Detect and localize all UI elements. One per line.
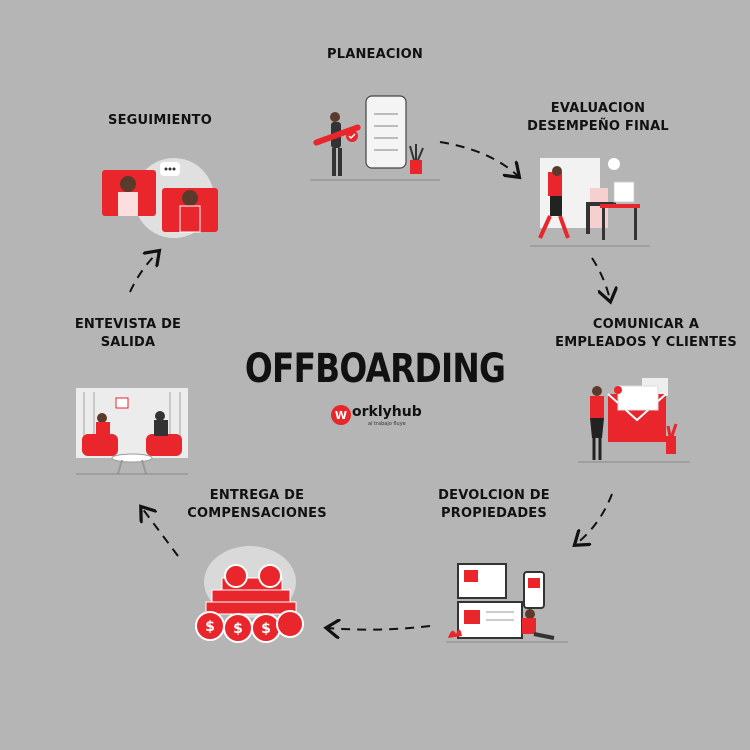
label-entrega: ENTREGA DE COMPENSACIONES [187,488,327,521]
label-evaluacion: EVALUACION DESEMPEÑO FINAL [527,101,669,134]
planeacion-illustration [310,95,440,181]
label-seguimiento: SEGUIMIENTO [108,113,212,128]
logo-mark-icon: W [331,405,351,425]
entrevista-illustration [76,388,188,475]
svg-text:W: W [335,409,347,422]
arrow-entrevista-to-seguimiento [129,252,158,293]
label-planeacion: PLANEACION [326,47,424,62]
label-devolucion: DEVOLCION DE PROPIEDADES [438,488,550,521]
devolucion-illustration [446,563,568,643]
entrega-illustration: $ $ $ [195,546,304,643]
arrow-entrega-to-entrevista [142,508,179,557]
svg-text:$: $ [205,619,215,635]
arrow-evaluacion-to-comunicar [591,257,610,300]
seguimiento-illustration [102,158,218,238]
arrow-planeacion-to-evaluacion [439,141,518,176]
diagram-title: OFFBOARDING [244,346,506,392]
arrow-devolucion-to-entrega [328,626,431,630]
label-entrevista: ENTEVISTA DE SALIDA [74,317,182,350]
evaluacion-illustration [530,158,650,247]
svg-text:$: $ [233,621,243,637]
svg-text:$: $ [261,621,271,637]
label-comunicar: COMUNICAR A EMPLEADOS Y CLIENTES [555,317,737,350]
logo-brand-text: orklyhub [352,404,422,420]
worklyhub-logo: W orklyhub al trabajo fluye [330,402,430,434]
logo-tagline: al trabajo fluye [368,421,406,427]
arrow-comunicar-to-devolucion [576,493,613,544]
comunicar-illustration [578,378,690,463]
